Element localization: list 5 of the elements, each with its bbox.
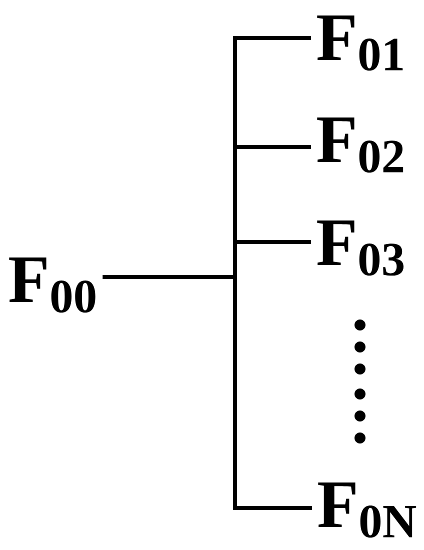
node-label: F$_{03}$ <box>317 220 404 276</box>
node-label: F$_{02}$ <box>317 117 404 173</box>
node-label: F$_{0N}$ <box>318 482 416 538</box>
node-label: F$_{01}$ <box>317 15 403 71</box>
node-label: F$_{00}$ <box>9 257 96 313</box>
